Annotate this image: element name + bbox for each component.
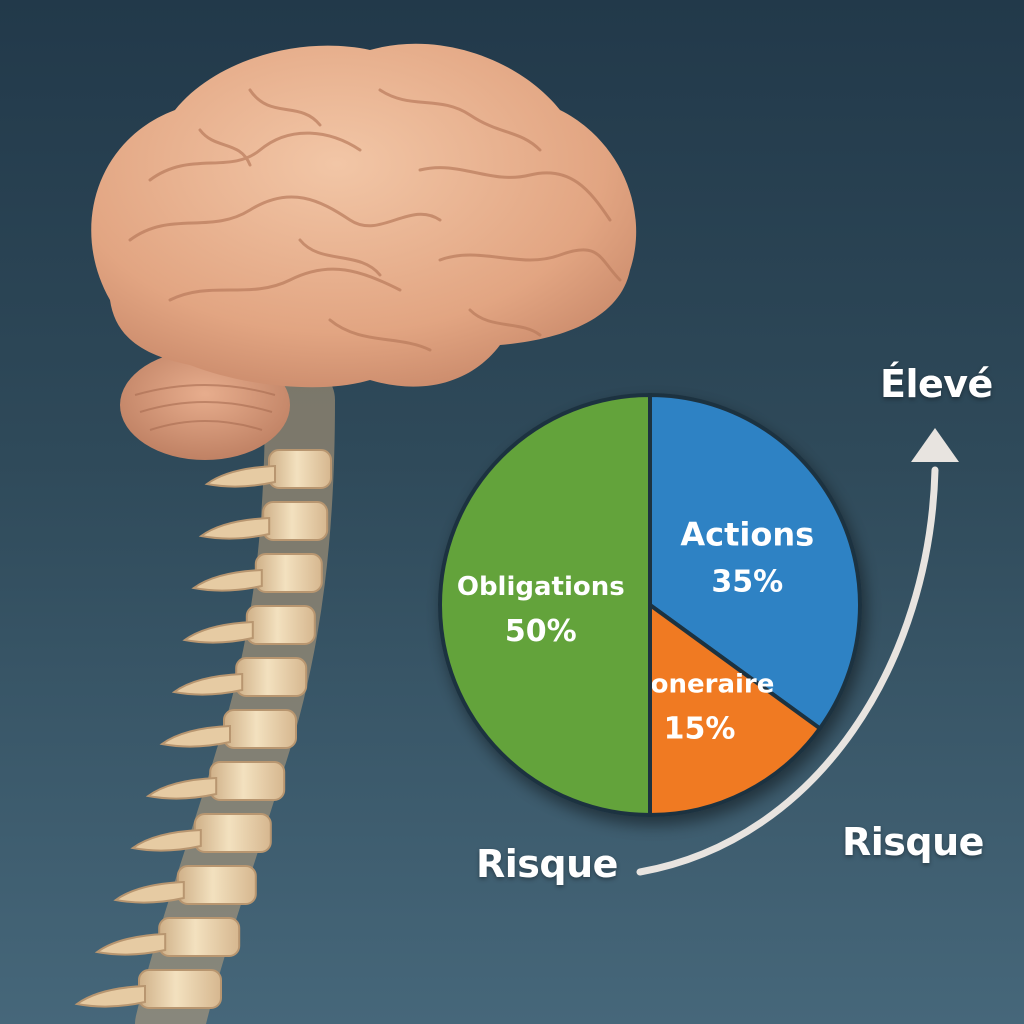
pie-slice-value-label: 35% bbox=[711, 564, 783, 599]
vertebra-shape bbox=[254, 553, 323, 593]
vertebra-shape bbox=[193, 813, 272, 853]
risk-arrow bbox=[636, 428, 959, 876]
risk-top-label: Élevé bbox=[880, 362, 993, 406]
vertebra-process-shape bbox=[94, 932, 167, 956]
vertebra-process-shape bbox=[159, 724, 231, 748]
vertebra-process-shape bbox=[145, 776, 218, 800]
vertebra-process-shape bbox=[204, 464, 276, 488]
vertebra-shape bbox=[262, 501, 329, 541]
vertebra-shape bbox=[245, 605, 316, 645]
cerebellum-folds bbox=[134, 384, 276, 431]
vertebra-shape bbox=[158, 917, 241, 957]
vertebra-process-shape bbox=[74, 984, 146, 1008]
arrow-head-icon bbox=[911, 428, 959, 462]
risk-bottom-left-label: Risque bbox=[476, 842, 618, 886]
vertebra-shape bbox=[138, 969, 222, 1009]
pie-slice-label: Obligations bbox=[457, 572, 625, 602]
vertebra-process-shape bbox=[113, 880, 185, 904]
vertebra-process-shape bbox=[171, 672, 244, 696]
pie-slice-actions bbox=[648, 392, 862, 732]
vertebra-process-shape bbox=[191, 568, 263, 592]
vertebra-shape bbox=[268, 449, 332, 489]
risk-bottom-right-label: Risque bbox=[842, 820, 984, 864]
vertebra-process-shape bbox=[198, 516, 271, 540]
pie-slice-moneraire bbox=[648, 601, 823, 818]
pie-slice-label: Actions bbox=[680, 515, 814, 553]
vertebra-shape bbox=[235, 657, 308, 697]
brain-folds bbox=[128, 88, 622, 352]
pie-slice-value-label: 15% bbox=[664, 711, 736, 746]
vertebra-process-shape bbox=[182, 620, 254, 644]
vertebra-shape bbox=[176, 865, 257, 905]
vertebra-shape bbox=[223, 709, 297, 749]
pie-slice-obligations bbox=[438, 392, 652, 818]
spine-illustration bbox=[74, 365, 335, 1024]
vertebra-process-shape bbox=[130, 828, 202, 852]
pie-slice-value-label: 50% bbox=[505, 614, 577, 649]
vertebra-shape bbox=[209, 761, 286, 801]
